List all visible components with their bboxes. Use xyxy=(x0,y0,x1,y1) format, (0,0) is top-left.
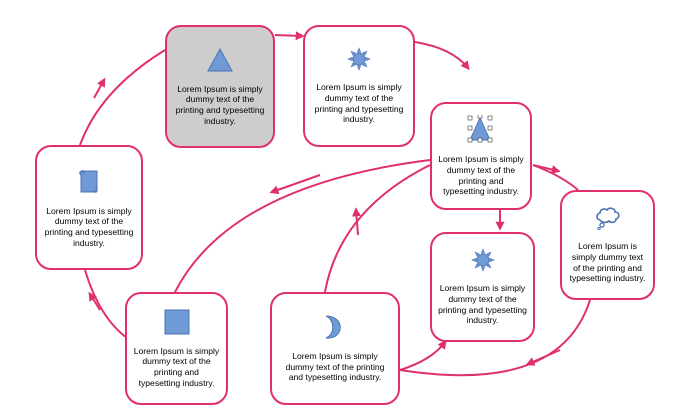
diagram-node-8[interactable]: Lorem Ipsum is simply dummy text of the … xyxy=(35,145,143,270)
sun-icon xyxy=(347,47,371,76)
diagram-node-5[interactable]: Lorem Ipsum is simply dummy text of the … xyxy=(430,232,535,342)
diagram-node-2[interactable]: Lorem Ipsum is simply dummy text of the … xyxy=(303,25,415,147)
node-label: Lorem Ipsum is simply dummy text of the … xyxy=(44,205,134,248)
connector-n3-n6 xyxy=(324,164,431,293)
arrow-n3-n6 xyxy=(352,207,361,236)
node-label: Lorem Ipsum is simply dummy text of the … xyxy=(438,283,527,326)
node-label: Lorem Ipsum is simply dummy text of the … xyxy=(314,82,404,125)
connector-n8-n1 xyxy=(79,49,166,146)
triangle-with-handles-icon xyxy=(467,113,495,148)
triangle-icon xyxy=(207,47,233,78)
node-label: Lorem Ipsum is simply dummy text of the … xyxy=(175,83,265,126)
scroll-icon xyxy=(77,167,101,200)
arrow-n8-n1 xyxy=(93,77,106,99)
thought-bubble-icon xyxy=(595,206,621,235)
connector-n7-n8 xyxy=(84,269,131,341)
connector-n1-n2 xyxy=(274,31,305,41)
connector-n3-n4 xyxy=(532,164,579,191)
node-label: Lorem Ipsum is simply dummy text of the … xyxy=(133,345,220,388)
diagram-node-6[interactable]: Lorem Ipsum is simply dummy text of the … xyxy=(270,292,400,405)
diagram-node-7[interactable]: Lorem Ipsum is simply dummy text of the … xyxy=(125,292,228,405)
node-label: Lorem Ipsum is simply dummy text of the … xyxy=(569,241,646,284)
diagram-node-1[interactable]: Lorem Ipsum is simply dummy text of the … xyxy=(165,25,275,148)
connector-n3-n7 xyxy=(174,159,431,293)
node-label: Lorem Ipsum is simply dummy text of the … xyxy=(438,154,524,197)
diagram-node-4[interactable]: Lorem Ipsum is simply dummy text of the … xyxy=(560,190,655,300)
arrow-n7-n8 xyxy=(88,291,101,311)
arrow-n3-n7 xyxy=(269,174,321,195)
arrow-n4-n6 xyxy=(525,349,561,366)
crescent-moon-icon xyxy=(322,314,348,345)
diagram-node-3[interactable]: Lorem Ipsum is simply dummy text of the … xyxy=(430,102,532,210)
connector-n2-n3 xyxy=(414,41,470,71)
arrow-n3-n4 xyxy=(532,164,561,174)
node-label: Lorem Ipsum is simply dummy text of the … xyxy=(285,351,385,383)
connector-n6-n5 xyxy=(399,339,447,371)
square-icon xyxy=(164,309,190,340)
sun-icon xyxy=(470,248,495,277)
